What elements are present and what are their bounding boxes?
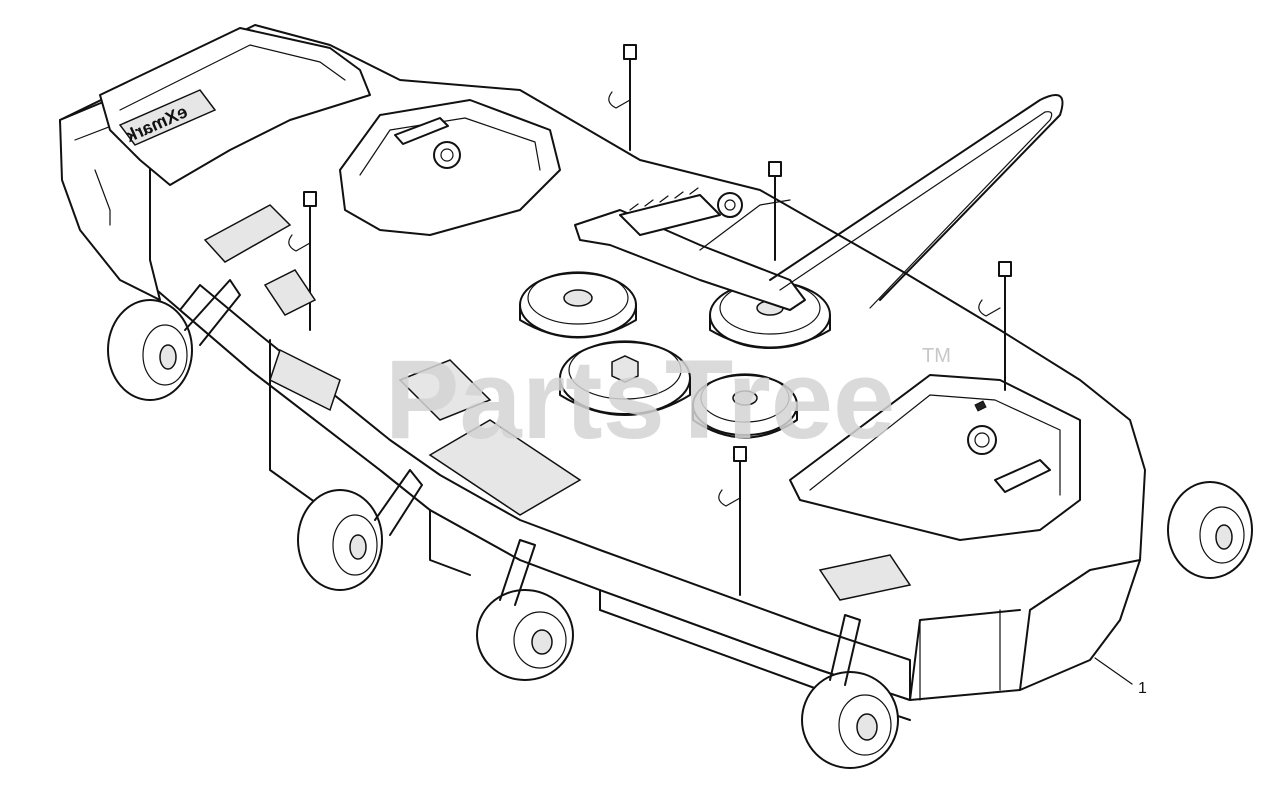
wheel-front-center xyxy=(476,539,574,681)
drive-belt xyxy=(699,94,1064,309)
wheel-front-left xyxy=(297,469,423,591)
watermark: PartsTree TM xyxy=(385,337,951,462)
spindle-cap-right xyxy=(967,425,997,455)
warning-decal-left xyxy=(203,204,292,263)
belt-routing-decal xyxy=(398,359,492,421)
warning-decal-right xyxy=(818,554,912,601)
idler-arm-assembly xyxy=(574,187,806,311)
height-pin-right xyxy=(978,261,1012,391)
height-pin-rear-left xyxy=(288,191,317,331)
height-pin-rear-center xyxy=(608,44,637,151)
height-pins xyxy=(288,44,1012,596)
watermark-text: PartsTree xyxy=(385,337,896,462)
center-belt-cover xyxy=(339,99,561,236)
height-pin-rear-right xyxy=(768,161,782,261)
anti-scalp-wheels xyxy=(107,279,1253,769)
spindle-cap-center xyxy=(433,141,461,169)
wheel-rear-left xyxy=(107,279,241,401)
pulley-idler-front xyxy=(692,373,798,439)
right-belt-cover xyxy=(789,374,1081,541)
callout-1: 1 xyxy=(1094,657,1147,697)
callout-label: 1 xyxy=(1138,680,1147,697)
height-pin-front xyxy=(718,446,747,596)
watermark-trademark: TM xyxy=(922,345,951,367)
warning-decal-left-lower xyxy=(263,269,317,316)
wheel-front-right xyxy=(801,614,899,769)
wheel-rear-right xyxy=(1167,481,1253,579)
pulley-left-spindle xyxy=(519,271,637,339)
spec-decal xyxy=(269,348,341,412)
pulley-center-drive xyxy=(559,340,691,416)
decals xyxy=(203,204,912,601)
height-chart-decal xyxy=(428,419,582,516)
callout-leader-line xyxy=(1094,657,1133,685)
